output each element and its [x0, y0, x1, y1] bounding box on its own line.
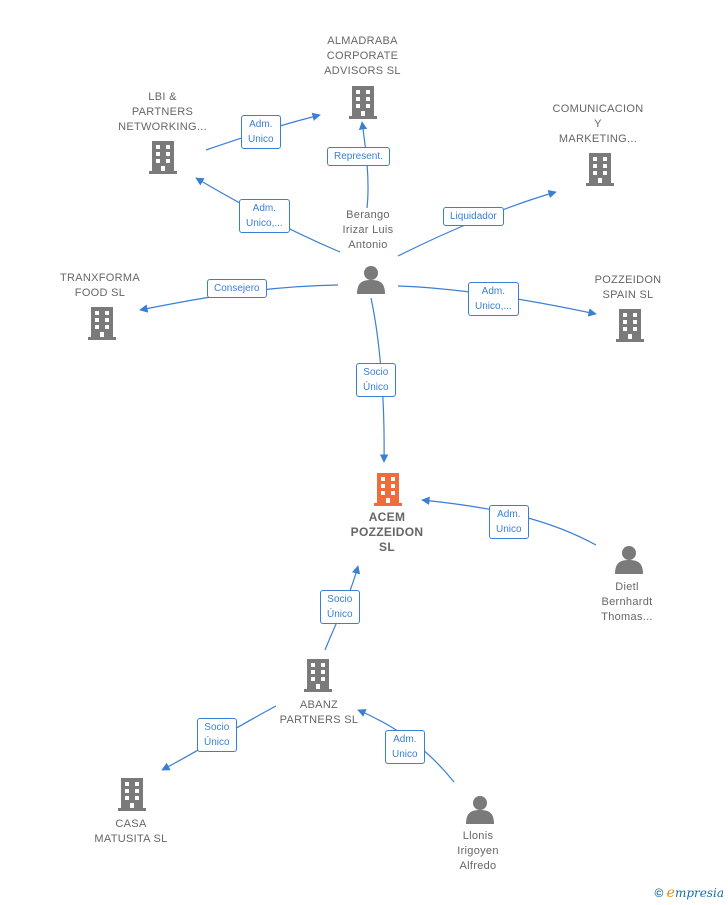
node-abanz-building-icon[interactable]	[304, 659, 332, 692]
node-pozzeidon-spain-label[interactable]: POZZEIDON SPAIN SL	[594, 274, 662, 301]
node-acem-label[interactable]: ACEM POZZEIDON SL	[350, 510, 424, 554]
node-berango-label[interactable]: Berango Irizar Luis Antonio	[342, 209, 394, 251]
node-acem-building-icon[interactable]	[374, 473, 402, 506]
node-comunicacion-building-icon[interactable]	[586, 153, 614, 186]
edge-label-abanz-casa: Socio Único	[197, 718, 237, 752]
node-dietl-person-icon[interactable]	[615, 546, 643, 574]
edge-label-lbi-almadraba: Adm. Unico	[241, 115, 281, 149]
empresia-logo-text: mpresia	[674, 886, 724, 900]
node-almadraba-label[interactable]: ALMADRABA CORPORATE ADVISORS SL	[324, 35, 401, 77]
node-llonis-person-icon[interactable]	[466, 796, 494, 824]
node-pozzeidon-spain-building-icon[interactable]	[616, 309, 644, 342]
edge-label-berango-comunicacion: Liquidador	[443, 207, 504, 226]
edge-label-berango-acem: Socio Único	[356, 363, 396, 397]
node-abanz-label[interactable]: ABANZ PARTNERS SL	[279, 699, 359, 726]
node-casa-label[interactable]: CASA MATUSITA SL	[94, 818, 168, 845]
node-llonis-label[interactable]: Llonis Irigoyen Alfredo	[457, 830, 499, 872]
edge-label-llonis-abanz: Adm. Unico	[385, 730, 425, 764]
node-almadraba-building-icon[interactable]	[349, 86, 377, 119]
node-lbi-label[interactable]: LBI & PARTNERS NETWORKING...	[118, 91, 207, 133]
empresia-logo-initial: e	[666, 885, 675, 901]
node-lbi-building-icon[interactable]	[149, 141, 177, 174]
node-dietl-label[interactable]: Dietl Bernhardt Thomas...	[601, 581, 653, 623]
node-casa-building-icon[interactable]	[118, 778, 146, 811]
copyright-icon: ©	[654, 886, 664, 900]
edge-label-berango-tranxforma: Consejero	[207, 279, 267, 298]
edge-label-berango-almadraba: Represent.	[327, 147, 390, 166]
edge-label-dietl-acem: Adm. Unico	[489, 505, 529, 539]
edge-label-abanz-acem: Socio Único	[320, 590, 360, 624]
node-tranxforma-label[interactable]: TRANXFORMA FOOD SL	[60, 272, 140, 299]
edge-label-berango-lbi: Adm. Unico,...	[239, 199, 290, 233]
node-tranxforma-building-icon[interactable]	[88, 307, 116, 340]
edge-label-berango-pozzeidon: Adm. Unico,...	[468, 282, 519, 316]
empresia-credit[interactable]: © empresia	[654, 885, 724, 901]
node-comunicacion-label[interactable]: COMUNICACION Y MARKETING...	[552, 103, 644, 145]
node-berango-person-icon[interactable]	[357, 266, 385, 294]
